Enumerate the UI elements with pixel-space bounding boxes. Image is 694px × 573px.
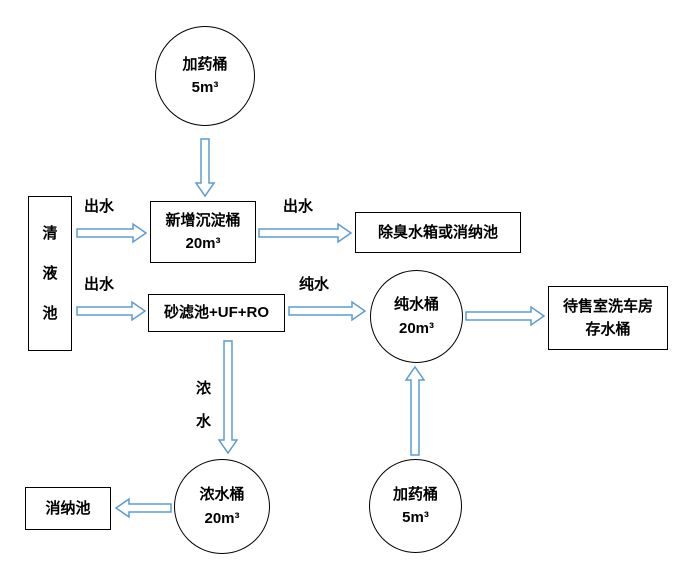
arrow-sand-filter-to-pure-tank xyxy=(288,300,367,322)
edge-label-outflow-right: 出水 xyxy=(283,198,314,215)
node-capacity: 5m³ xyxy=(402,509,429,526)
node-label: 消纳池 xyxy=(45,499,91,517)
node-capacity: 20m³ xyxy=(204,509,240,527)
node-pure-water-tank: 纯水桶 20m³ xyxy=(370,270,463,363)
node-deodorize-box: 除臭水箱或消纳池 xyxy=(355,212,521,253)
node-label-char: 池 xyxy=(42,304,58,322)
node-label: 加药桶 xyxy=(182,55,228,73)
arrow-sand-filter-to-concentrate xyxy=(217,340,239,455)
node-label: 浓水桶 xyxy=(199,486,245,504)
edge-label-concentrate-char1: 浓 xyxy=(196,380,212,397)
arrow-pure-tank-to-storage xyxy=(465,305,546,327)
arrow-bottom-tank-to-pure-tank xyxy=(404,365,426,456)
node-capacity: 20m³ xyxy=(398,319,435,337)
arrow-sediment-to-deodorize xyxy=(258,222,353,244)
node-label: 存水桶 xyxy=(585,321,631,338)
arrow-concentrate-to-disposal xyxy=(114,497,172,519)
node-capacity: 20m³ xyxy=(185,235,221,252)
node-disposal-pool: 消纳池 xyxy=(25,487,111,530)
arrow-clear-pool-to-sand-filter xyxy=(76,300,147,322)
node-label: 新增沉淀桶 xyxy=(165,211,241,229)
node-label: 加药桶 xyxy=(392,485,438,503)
node-label-char: 清 xyxy=(42,224,58,242)
edge-label-concentrate-char2: 水 xyxy=(196,413,212,430)
edge-label-outflow-bottom: 出水 xyxy=(84,276,115,293)
arrow-top-tank-to-sediment xyxy=(194,138,216,198)
node-label: 砂滤池+UF+RO xyxy=(163,304,269,322)
node-concentrate-tank: 浓水桶 20m³ xyxy=(174,459,270,554)
node-dosing-tank-top: 加药桶 5m³ xyxy=(155,26,255,126)
node-capacity: 5m³ xyxy=(191,79,219,96)
arrow-clear-pool-to-sediment xyxy=(76,222,148,244)
edge-label-pure-water: 纯水 xyxy=(299,276,330,293)
node-storage-tank: 待售室洗车房 存水桶 xyxy=(548,286,668,350)
node-clear-liquid-pool: 清 液 池 xyxy=(28,196,72,351)
node-dosing-tank-bottom: 加药桶 5m³ xyxy=(369,459,462,553)
node-label: 待售室洗车房 xyxy=(562,297,653,315)
node-sand-filter: 砂滤池+UF+RO xyxy=(148,294,285,332)
edge-label-outflow-top: 出水 xyxy=(84,198,115,215)
node-label: 纯水桶 xyxy=(393,296,439,314)
node-sediment-tank: 新增沉淀桶 20m³ xyxy=(150,201,256,263)
node-label-char: 液 xyxy=(42,264,58,282)
node-label: 除臭水箱或消纳池 xyxy=(377,223,498,241)
